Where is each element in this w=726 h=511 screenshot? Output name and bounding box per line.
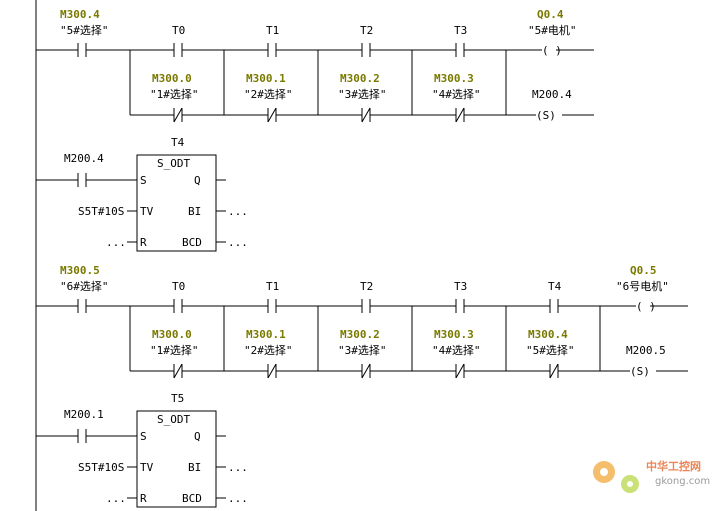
nc-contact-m300-1[interactable]	[267, 107, 277, 123]
pin-r-label: R	[140, 492, 147, 505]
pin-bcd-label: BCD	[182, 492, 202, 505]
network-2: M300.5 "6#选择" T0 T1 T2 T3 T4 Q0.5 "6号电机"…	[36, 264, 688, 508]
nc-contact-comment: "1#选择"	[150, 343, 199, 357]
pin-tv-label: TV	[140, 461, 154, 474]
nc-contact-address[interactable]: M300.3	[434, 72, 474, 85]
timer-name: T4	[171, 136, 185, 149]
tv-value[interactable]: S5T#10S	[78, 461, 124, 474]
bi-output[interactable]: ...	[228, 461, 248, 474]
series-contact[interactable]	[77, 43, 87, 57]
nc-contact-comment: "1#选择"	[150, 87, 199, 101]
coil-comment: "6号电机"	[616, 279, 669, 293]
tv-value[interactable]: S5T#10S	[78, 205, 124, 218]
timer-start-contact[interactable]	[77, 429, 87, 443]
bcd-output[interactable]: ...	[228, 492, 248, 505]
series-contact[interactable]	[77, 299, 87, 313]
bi-output[interactable]: ...	[228, 205, 248, 218]
timer-contact-label: T1	[266, 280, 279, 293]
timer-contact-t0[interactable]	[173, 43, 183, 57]
nc-contact-comment: "4#选择"	[432, 87, 481, 101]
watermark-url: gkong.com	[655, 476, 710, 487]
nc-contact-m300-3[interactable]	[455, 363, 465, 379]
nc-contact-m300-0[interactable]	[173, 363, 183, 379]
pin-s-label: S	[140, 174, 147, 187]
pin-s-label: S	[140, 430, 147, 443]
timer-contact-t4[interactable]	[549, 299, 559, 313]
series-contact-comment: "5#选择"	[60, 23, 109, 37]
r-input[interactable]: ...	[106, 236, 126, 249]
timer-contact-t0[interactable]	[173, 299, 183, 313]
set-coil-address[interactable]: M200.4	[532, 88, 572, 101]
set-coil[interactable]: (S)	[630, 365, 650, 378]
watermark: 中华工控网 gkong.com	[593, 459, 710, 493]
gear-icon	[593, 461, 639, 493]
nc-contact-m300-0[interactable]	[173, 107, 183, 123]
timer-contact-t2[interactable]	[361, 43, 371, 57]
timer-contact-t1[interactable]	[267, 43, 277, 57]
nc-contact-address[interactable]: M300.2	[340, 72, 380, 85]
timer-contact-t2[interactable]	[361, 299, 371, 313]
nc-contact-m300-1[interactable]	[267, 363, 277, 379]
nc-contact-address[interactable]: M300.0	[152, 328, 192, 341]
coil-address[interactable]: Q0.5	[630, 264, 657, 277]
nc-contact-address[interactable]: M300.4	[528, 328, 568, 341]
timer-contact-label: T0	[172, 24, 185, 37]
nc-contact-m300-2[interactable]	[361, 107, 371, 123]
coil-address[interactable]: Q0.4	[537, 8, 564, 21]
timer-name: T5	[171, 392, 184, 405]
output-coil[interactable]: ( )	[636, 300, 656, 313]
pin-bcd-label: BCD	[182, 236, 202, 249]
nc-contact-comment: "4#选择"	[432, 343, 481, 357]
timer-contact-t3[interactable]	[455, 43, 465, 57]
nc-contact-address[interactable]: M300.3	[434, 328, 474, 341]
nc-contact-m300-4[interactable]	[549, 363, 559, 379]
pin-r-label: R	[140, 236, 147, 249]
nc-contact-comment: "2#选择"	[244, 87, 293, 101]
series-contact-address[interactable]: M300.4	[60, 8, 100, 21]
nc-contact-address[interactable]: M300.1	[246, 328, 286, 341]
pin-tv-label: TV	[140, 205, 154, 218]
pin-bi-label: BI	[188, 461, 201, 474]
output-coil[interactable]: ( )	[542, 44, 562, 57]
set-coil[interactable]: (S)	[536, 109, 556, 122]
timer-contact-label: T2	[360, 24, 373, 37]
nc-contact-comment: "3#选择"	[338, 343, 387, 357]
timer-contact-t3[interactable]	[455, 299, 465, 313]
timer-block-t4[interactable]	[136, 154, 217, 252]
set-coil-address[interactable]: M200.5	[626, 344, 666, 357]
coil-comment: "5#电机"	[528, 23, 577, 37]
timer-contact-label: T3	[454, 24, 467, 37]
timer-contact-address[interactable]: M200.1	[64, 408, 104, 421]
pin-q-label: Q	[194, 174, 201, 187]
nc-contact-address[interactable]: M300.0	[152, 72, 192, 85]
nc-contact-address[interactable]: M300.1	[246, 72, 286, 85]
series-contact-address[interactable]: M300.5	[60, 264, 100, 277]
watermark-name: 中华工控网	[646, 459, 701, 473]
timer-contact-label: T1	[266, 24, 279, 37]
timer-type: S_ODT	[157, 413, 190, 426]
pin-bi-label: BI	[188, 205, 201, 218]
timer-contact-label: T2	[360, 280, 373, 293]
timer-contact-label: T4	[548, 280, 562, 293]
timer-start-contact[interactable]	[77, 173, 87, 187]
timer-contact-label: T3	[454, 280, 467, 293]
nc-contact-comment: "2#选择"	[244, 343, 293, 357]
r-input[interactable]: ...	[106, 492, 126, 505]
timer-contact-t1[interactable]	[267, 299, 277, 313]
timer-block-t5[interactable]	[136, 410, 217, 508]
nc-contact-m300-3[interactable]	[455, 107, 465, 123]
pin-q-label: Q	[194, 430, 201, 443]
timer-contact-address[interactable]: M200.4	[64, 152, 104, 165]
series-contact-comment: "6#选择"	[60, 279, 109, 293]
nc-contact-comment: "5#选择"	[526, 343, 575, 357]
bcd-output[interactable]: ...	[228, 236, 248, 249]
nc-contact-m300-2[interactable]	[361, 363, 371, 379]
network-1: M300.4 "5#选择" T0 T1 T2 T3 Q0.4 "5#电机" ( …	[36, 8, 594, 252]
nc-contact-address[interactable]: M300.2	[340, 328, 380, 341]
timer-type: S_ODT	[157, 157, 190, 170]
timer-contact-label: T0	[172, 280, 185, 293]
nc-contact-comment: "3#选择"	[338, 87, 387, 101]
